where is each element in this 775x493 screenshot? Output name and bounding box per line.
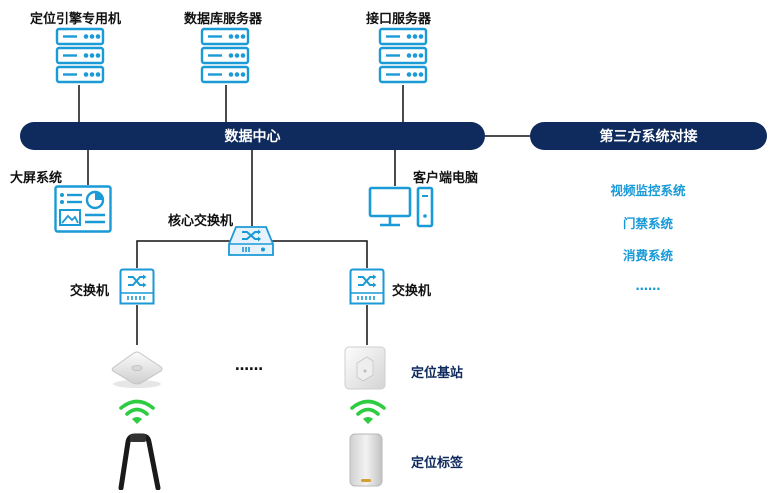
data-center-bar: 数据中心 xyxy=(20,122,485,150)
server-icon xyxy=(378,27,428,84)
database-server-label: 数据库服务器 xyxy=(184,12,263,27)
third-party-item: 视频监控系统 xyxy=(610,183,686,198)
desktop-computer-icon xyxy=(368,186,434,228)
core-switch-icon xyxy=(228,226,274,256)
third-party-item: …… xyxy=(635,278,661,293)
left-switch-label: 交换机 xyxy=(70,284,110,299)
server-icon xyxy=(55,27,105,84)
server-icon xyxy=(200,27,250,84)
wristband-tag-icon xyxy=(118,433,161,490)
big-screen-label: 大屏系统 xyxy=(10,171,63,186)
tag-label: 定位标签 xyxy=(411,456,464,471)
dashboard-icon xyxy=(54,185,112,233)
wall-base-station-icon xyxy=(344,346,386,390)
wifi-icon xyxy=(119,399,155,424)
interface-server-label: 接口服务器 xyxy=(366,12,432,27)
third-party-item: 消费系统 xyxy=(622,248,673,263)
switch-icon xyxy=(119,268,155,305)
wifi-icon xyxy=(350,399,386,424)
third-party-bar: 第三方系统对接 xyxy=(530,122,767,150)
third-party-item: 门禁系统 xyxy=(622,216,673,231)
client-pc-label: 客户端电脑 xyxy=(413,171,479,186)
core-switch-label: 核心交换机 xyxy=(168,214,234,229)
ceiling-base-station-icon xyxy=(111,351,163,388)
card-tag-icon xyxy=(349,433,383,487)
switch-icon xyxy=(349,268,385,305)
right-switch-label: 交换机 xyxy=(392,284,432,299)
more-devices-ellipsis: …… xyxy=(235,358,263,374)
positioning-engine-label: 定位引擎专用机 xyxy=(30,12,122,27)
base-station-label: 定位基站 xyxy=(411,366,464,381)
